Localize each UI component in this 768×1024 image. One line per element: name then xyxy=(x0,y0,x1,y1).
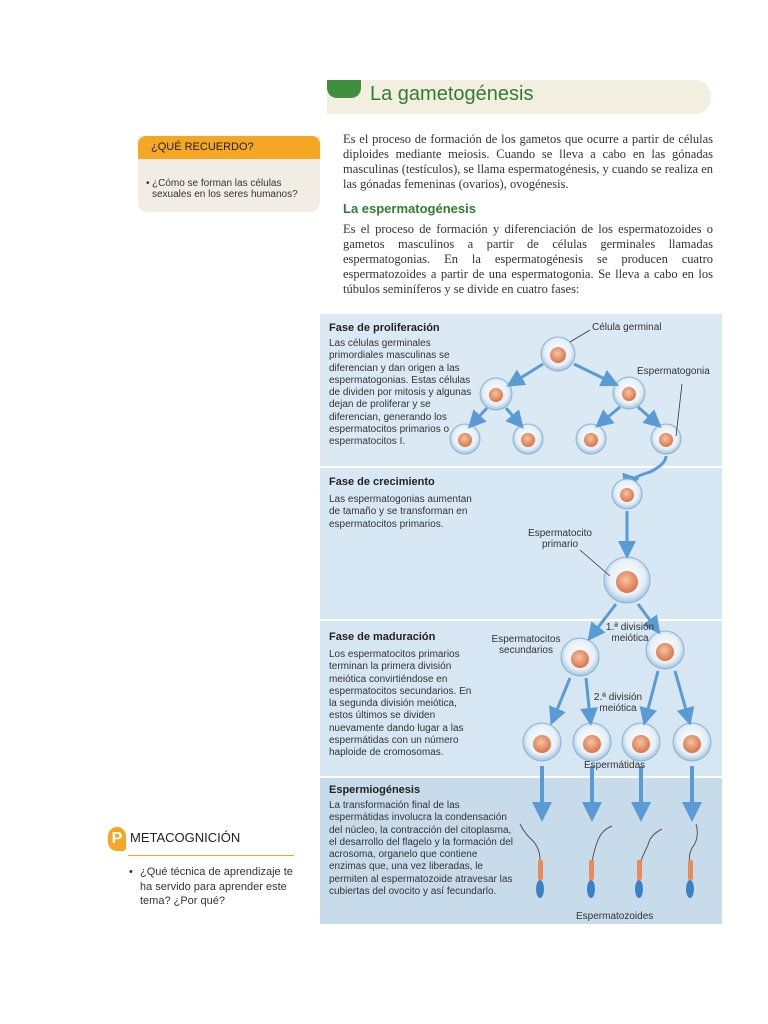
spermatids xyxy=(523,723,711,761)
metacognition-title: METACOGNICIÓN xyxy=(130,830,240,845)
label-first-division: 1.ª división meiótica xyxy=(602,622,658,644)
spermatogenesis-figure: Fase de proliferación Las células germin… xyxy=(320,314,722,924)
metacognition-divider xyxy=(128,855,294,856)
recuerdo-question-text: ¿Cómo se forman las células sexuales en … xyxy=(152,178,298,200)
section-paragraph: Es el proceso de formación y diferenciac… xyxy=(343,222,713,297)
label-spermatozoa: Espermatozoides xyxy=(576,911,653,922)
label-spermatogonia: Espermatogonia xyxy=(637,366,710,377)
label-second-division: 2.ª división meiótica xyxy=(590,692,646,714)
recuerdo-title: ¿QUÉ RECUERDO? xyxy=(151,141,254,153)
metacognition-question-text: ¿Qué técnica de aprendizaje te ha servid… xyxy=(140,866,293,907)
spermatozoon xyxy=(520,824,544,898)
metacognition-icon: P xyxy=(108,827,126,851)
germ-cell xyxy=(541,337,575,371)
phase1-title: Fase de proliferación xyxy=(329,322,440,334)
metacognition-question: • ¿Qué técnica de aprendizaje te ha serv… xyxy=(140,865,296,909)
phase3-title: Fase de maduración xyxy=(329,631,435,643)
label-germ-cell: Célula germinal xyxy=(592,322,661,333)
phase3-text: Los espermatocitos primarios terminan la… xyxy=(329,649,479,760)
label-primary-spermatocyte: Espermatocito primario xyxy=(520,528,600,550)
intro-paragraph: Es el proceso de formación de los gameto… xyxy=(343,132,713,192)
spermiogenesis-arrows xyxy=(542,766,692,812)
phase4-title: Espermiogénesis xyxy=(329,784,420,796)
section-title: La espermatogénesis xyxy=(343,201,476,216)
spermatozoon xyxy=(686,824,697,898)
bullet: • xyxy=(129,865,133,880)
chapter-tab xyxy=(327,80,361,98)
spermatozoon xyxy=(587,826,612,898)
label-spermatids: Espermátidas xyxy=(584,760,645,771)
pointer-line-primary xyxy=(580,550,610,576)
recuerdo-question: • ¿Cómo se forman las células sexuales e… xyxy=(152,178,312,200)
label-secondary-spermatocytes: Espermatocitos secundarios xyxy=(490,634,562,656)
phase1-text: Las células germinales primordiales masc… xyxy=(329,338,479,449)
phase2-title: Fase de crecimiento xyxy=(329,476,435,488)
phase4-text: La transformación final de las espermáti… xyxy=(329,800,514,898)
phase2-text: Las espermatogonias aumentan de tamaño y… xyxy=(329,494,479,531)
spermatozoa xyxy=(520,824,697,898)
spermatozoon xyxy=(635,829,662,898)
bullet: • xyxy=(146,178,150,189)
page-title: La gametogénesis xyxy=(370,83,533,106)
